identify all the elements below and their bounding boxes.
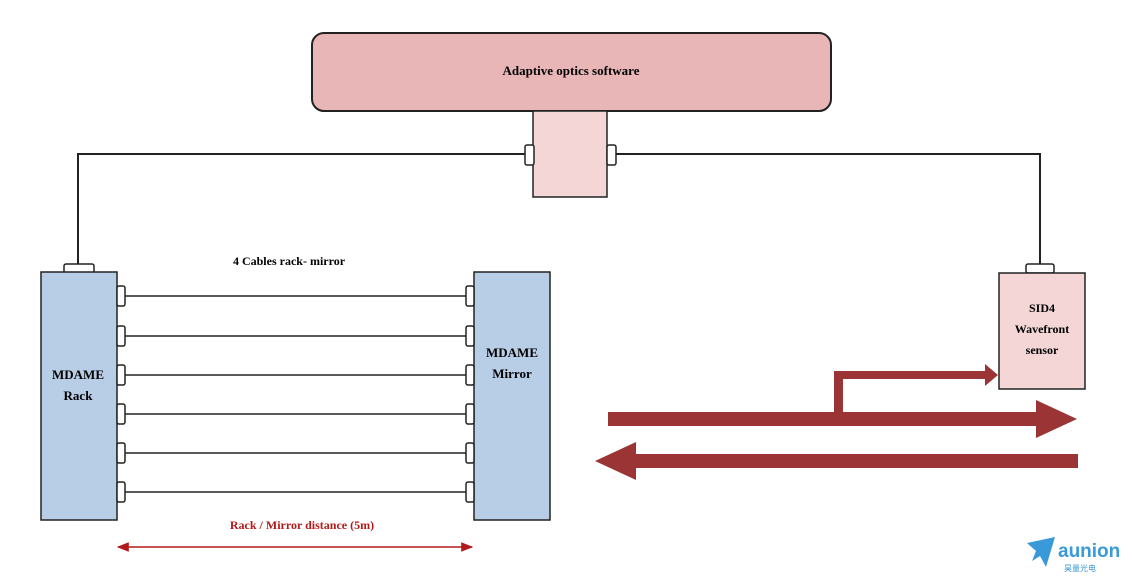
software-label: Adaptive optics software: [503, 63, 640, 78]
control-wiring: [77, 153, 1041, 266]
mirror-label-line2: Mirror: [492, 366, 532, 381]
hub-port-left: [524, 144, 535, 166]
cable-port-mirror: [465, 364, 475, 386]
mdame-mirror-box: MDAME Mirror: [473, 271, 551, 521]
logo-subtitle: 昊量光电: [1064, 563, 1096, 573]
cable-port-rack: [116, 325, 126, 347]
aunion-logo: aunion 昊量光电: [1027, 537, 1120, 573]
rack-mirror-cables: [116, 285, 475, 503]
beam-return-arrow: [595, 442, 1078, 480]
cable-port-rack: [116, 364, 126, 386]
cable-port-mirror: [465, 481, 475, 503]
adaptive-optics-software-box: Adaptive optics software: [311, 32, 832, 112]
sensor-label-line3: sensor: [1026, 343, 1059, 357]
paper-plane-icon: [1027, 537, 1055, 567]
distance-label: Rack / Mirror distance (5m): [230, 518, 374, 532]
cable-port-rack: [116, 403, 126, 425]
optical-beam-paths: [595, 364, 1078, 480]
mdame-rack-box: MDAME Rack: [40, 263, 118, 521]
sensor-label-line1: SID4: [1029, 301, 1055, 315]
sensor-top-port: [1025, 263, 1055, 274]
cable-port-mirror: [465, 403, 475, 425]
cable-port-rack: [116, 442, 126, 464]
sensor-label-line2: Wavefront: [1015, 322, 1069, 336]
beam-forward-arrow: [608, 400, 1077, 438]
cable-port-mirror: [465, 285, 475, 307]
mirror-label-line1: MDAME: [486, 345, 538, 360]
sid4-wavefront-sensor-box: SID4 Wavefront sensor: [998, 263, 1086, 390]
cable-port-mirror: [465, 325, 475, 347]
cable-port-mirror: [465, 442, 475, 464]
cables-label: 4 Cables rack- mirror: [233, 254, 346, 268]
logo-name: aunion: [1058, 541, 1120, 562]
rack-label-line2: Rack: [64, 388, 94, 403]
cable-port-rack: [116, 285, 126, 307]
beam-to-sensor-arrow: [834, 364, 998, 412]
hub-port-right: [606, 144, 617, 166]
interface-hub: [524, 110, 617, 198]
rack-label-line1: MDAME: [52, 367, 104, 382]
cable-port-rack: [116, 481, 126, 503]
